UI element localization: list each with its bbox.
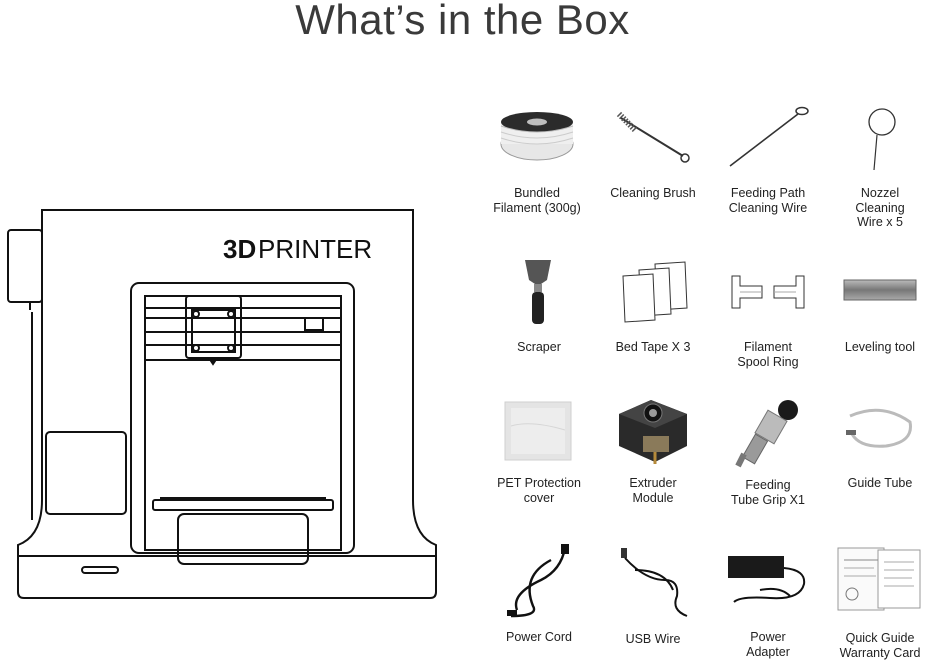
item-label: Wire x 5 (857, 215, 903, 229)
leveling-tool-icon (843, 279, 917, 301)
printer-brand-bold: 3D (223, 234, 256, 264)
item-label: Quick Guide (845, 631, 915, 645)
pet-cover-icon (504, 401, 572, 461)
brush-icon (616, 111, 690, 163)
cleaning-wire-icon (729, 106, 809, 167)
item-label: Cleaning Wire (728, 200, 808, 215)
item-label: Filament (744, 340, 792, 354)
item-label: Scraper (517, 340, 561, 354)
filament-spool-icon (500, 112, 574, 161)
item-label: Feeding Path (730, 186, 806, 200)
item-label: Module (632, 490, 674, 505)
usb-wire-icon (621, 548, 688, 617)
item-label: Guide Tube (847, 476, 913, 490)
item-label: Tube Grip X1 (731, 492, 805, 507)
printer-brand-light: PRINTER (258, 234, 372, 264)
item-label: Power (750, 630, 786, 644)
item-label: Cleaning Brush (610, 186, 696, 200)
power-adapter-icon (728, 556, 806, 603)
item-label: Bed Tape X 3 (615, 340, 691, 354)
item-label: Spool Ring (737, 354, 799, 369)
spool-ring-icon (731, 275, 805, 309)
item-label: Nozzel (860, 186, 900, 200)
nozzle-wire-icon (868, 108, 896, 171)
printer-illustration: 3D PRINTER (7, 209, 437, 599)
item-label: Power Cord (506, 630, 572, 644)
page-title: What’s in the Box (295, 0, 630, 43)
item-label: USB Wire (625, 632, 681, 646)
item-label: PET Protection (497, 476, 581, 490)
tube-grip-icon (735, 400, 798, 468)
item-label: Warranty Card (839, 645, 921, 660)
item-label: cover (523, 490, 555, 505)
item-label: Bundled (514, 186, 560, 200)
item-label: Filament (300g) (493, 200, 581, 215)
guide-tube-icon (846, 408, 912, 448)
bed-tape-icon (622, 261, 688, 323)
item-label: Extruder (629, 476, 677, 490)
item-label: Cleaning (855, 200, 905, 215)
scraper-icon (525, 260, 551, 324)
quick-guide-icon (837, 547, 921, 611)
item-label: Leveling tool (844, 340, 916, 354)
power-cord-icon (507, 544, 569, 618)
item-label: Adapter (746, 644, 790, 659)
extruder-icon (619, 400, 687, 464)
item-label: Feeding (745, 478, 791, 492)
